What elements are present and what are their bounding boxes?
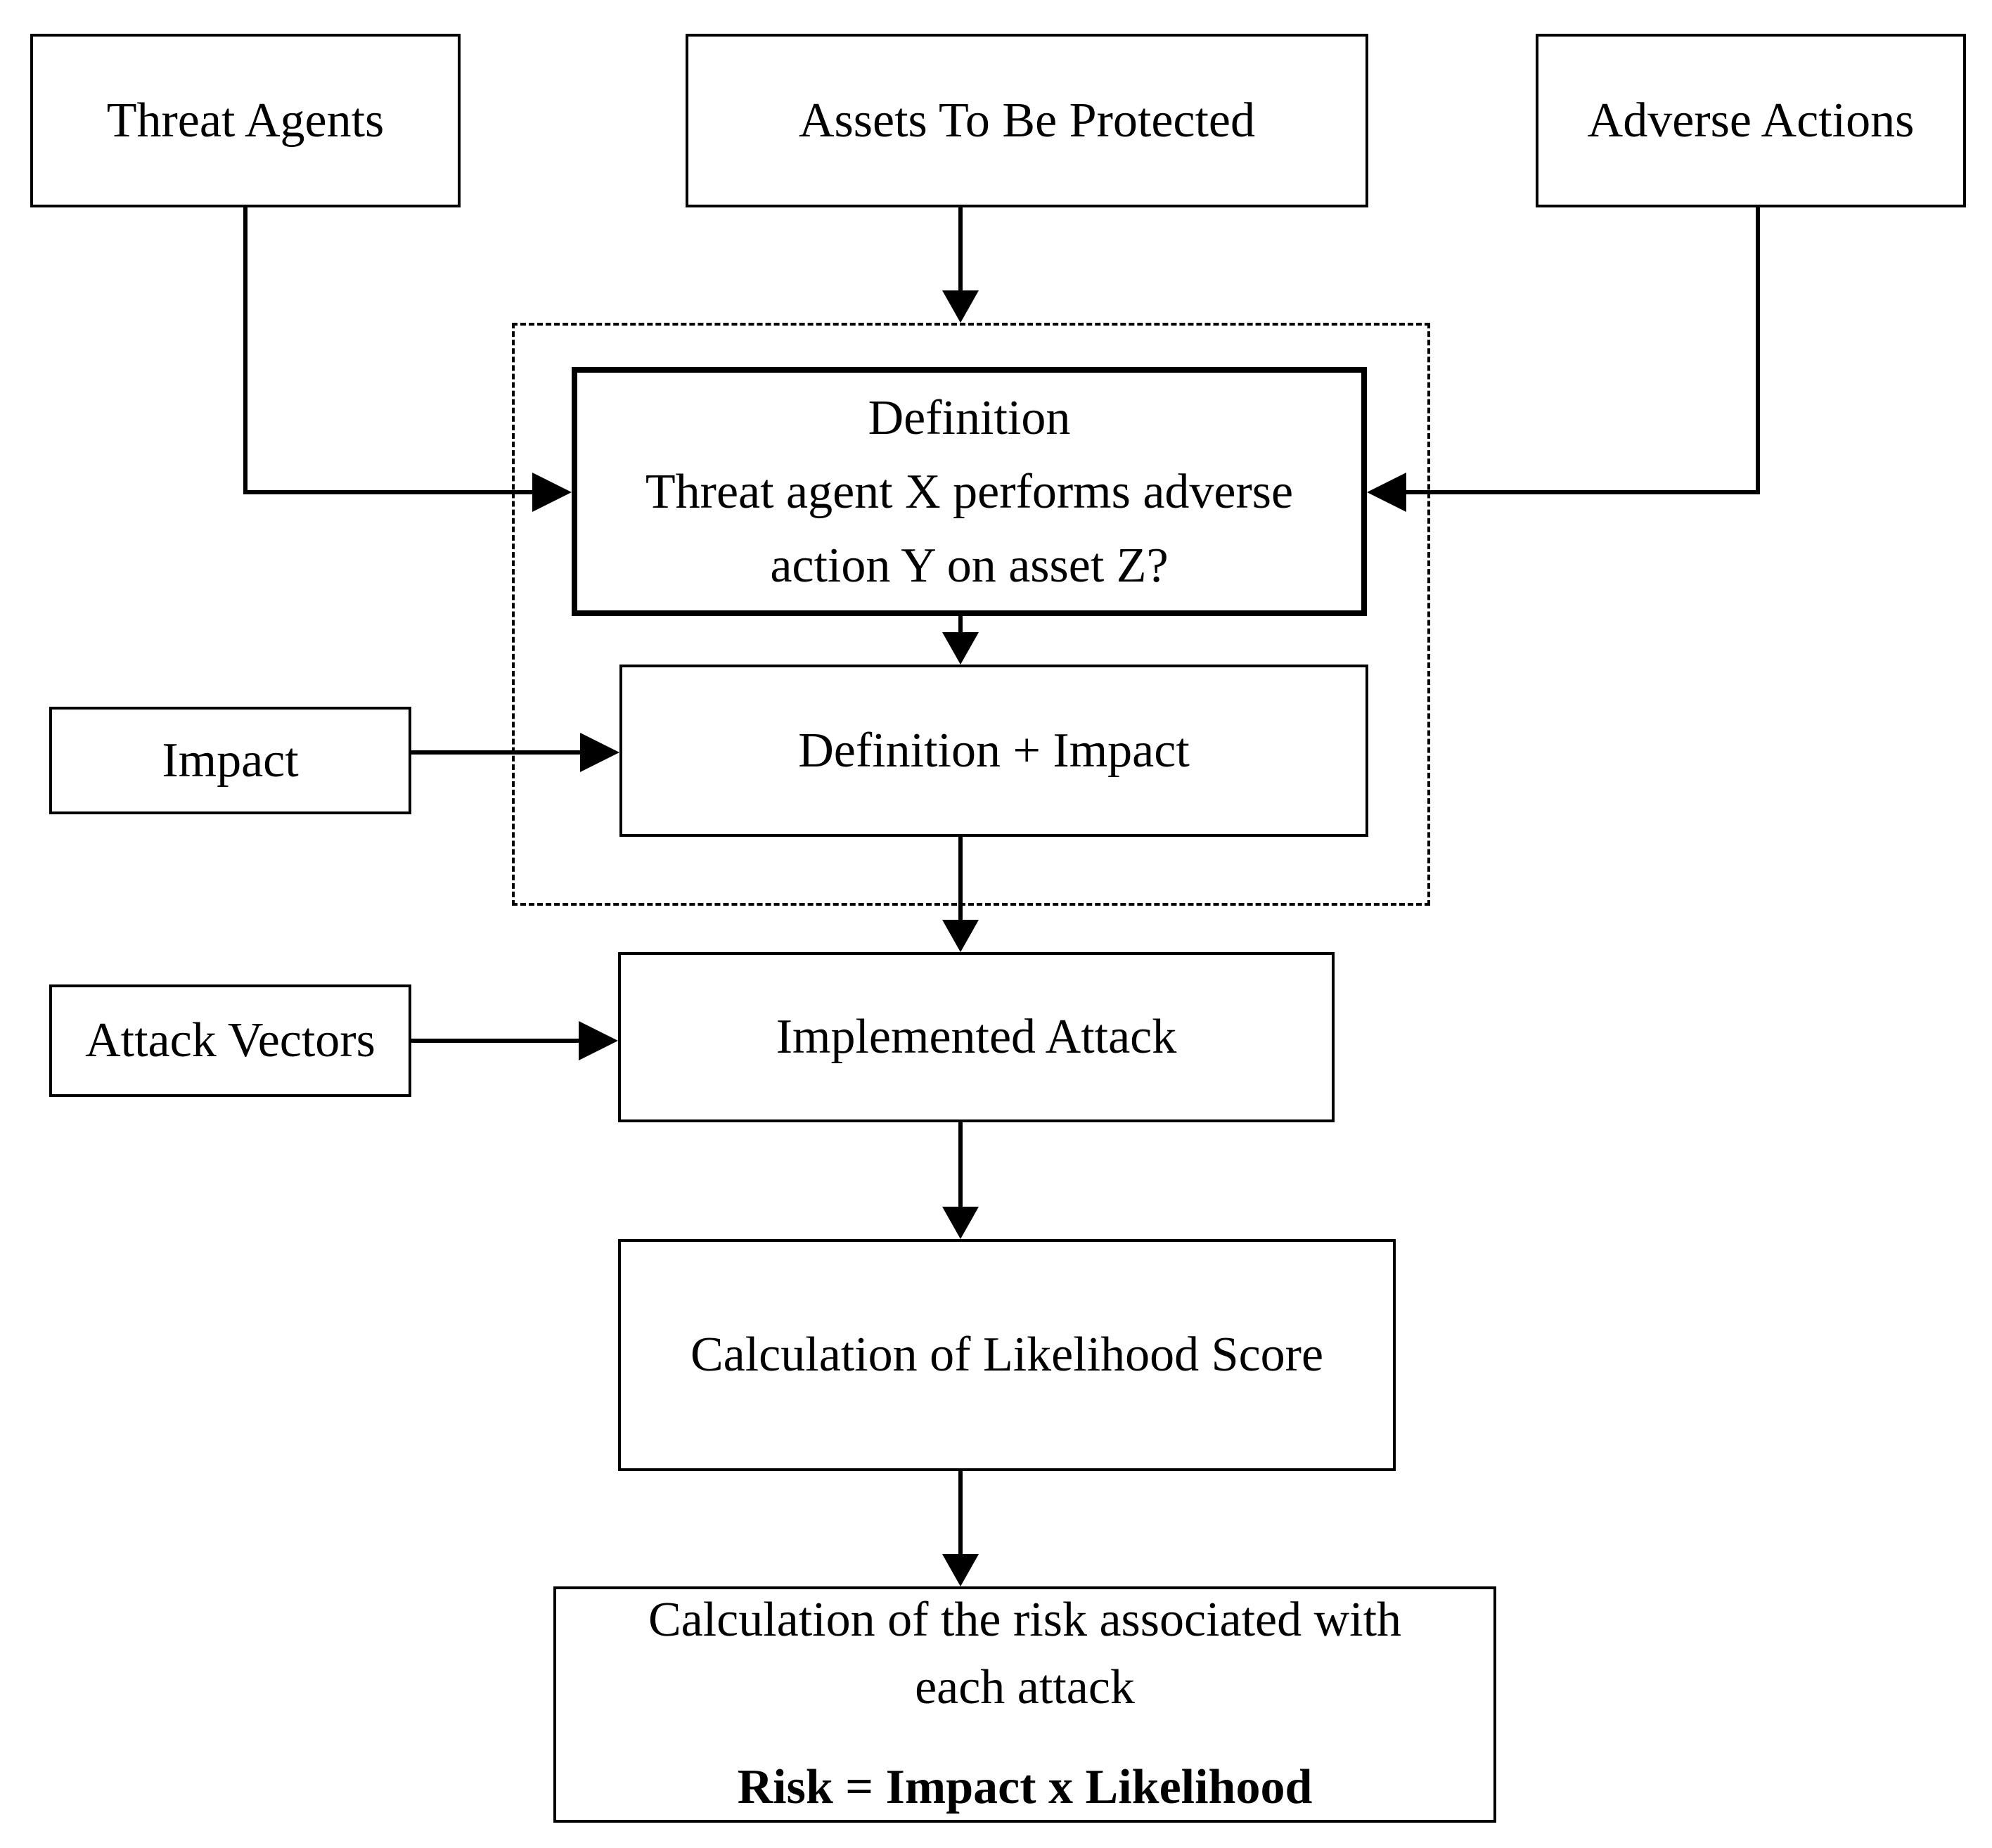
risk-line-1: Calculation of the risk associated with [648, 1592, 1402, 1647]
arrowhead-down-likelihood-icon [942, 1207, 979, 1239]
box-implemented-attack: Implemented Attack [618, 952, 1335, 1122]
box-threat-agents: Threat Agents [30, 34, 461, 207]
arrow-implemented-to-likelihood-line [958, 1122, 963, 1209]
definition-impact-label: Definition + Impact [798, 723, 1190, 778]
impact-label: Impact [162, 733, 299, 788]
box-likelihood-score: Calculation of Likelihood Score [618, 1239, 1396, 1471]
risk-line-2: each attack [915, 1660, 1135, 1715]
arrow-assets-to-group-line [958, 207, 963, 292]
arrow-likelihood-to-risk-line [958, 1471, 963, 1556]
arrow-attack-vectors-line [411, 1039, 579, 1043]
arrow-defimpact-to-implemented-line [958, 837, 963, 922]
arrow-impact-line [411, 750, 580, 755]
arrow-adverse-horizontal-line [1406, 490, 1760, 494]
arrowhead-down-risk-icon [942, 1554, 979, 1586]
risk-formula: Risk = Impact x Likelihood [737, 1759, 1313, 1814]
definition-line-2: Threat agent X performs adverse [645, 464, 1294, 519]
box-risk-calculation: Calculation of the risk associated with … [553, 1586, 1496, 1823]
arrow-adverse-vertical-line [1756, 207, 1760, 494]
threat-agents-label: Threat Agents [106, 93, 385, 148]
arrowhead-down-assets-icon [942, 290, 979, 323]
arrow-threat-horizontal-line [243, 490, 535, 494]
arrowhead-left-adverse-icon [1367, 473, 1406, 512]
assets-label: Assets To Be Protected [798, 93, 1255, 148]
definition-line-1: Definition [868, 390, 1071, 445]
box-definition: Definition Threat agent X performs adver… [572, 367, 1367, 616]
arrowhead-right-threat-icon [532, 473, 572, 512]
arrowhead-right-attack-vectors-icon [579, 1021, 618, 1060]
arrowhead-right-impact-icon [580, 733, 619, 772]
adverse-actions-label: Adverse Actions [1587, 93, 1915, 148]
box-assets-to-be-protected: Assets To Be Protected [686, 34, 1368, 207]
arrowhead-down-implemented-icon [942, 920, 979, 952]
arrow-definition-to-defimpact-line [958, 616, 963, 634]
attack-vectors-label: Attack Vectors [85, 1013, 375, 1068]
arrowhead-down-defimpact-icon [942, 632, 979, 665]
likelihood-label: Calculation of Likelihood Score [690, 1328, 1324, 1382]
arrow-threat-vertical-line [243, 207, 248, 494]
box-impact: Impact [49, 707, 411, 814]
box-attack-vectors: Attack Vectors [49, 984, 411, 1097]
definition-line-3: action Y on asset Z? [770, 538, 1169, 593]
box-adverse-actions: Adverse Actions [1536, 34, 1966, 207]
implemented-attack-label: Implemented Attack [776, 1010, 1177, 1065]
definition-group-dashed-border [512, 323, 1430, 906]
box-definition-plus-impact: Definition + Impact [619, 665, 1368, 837]
